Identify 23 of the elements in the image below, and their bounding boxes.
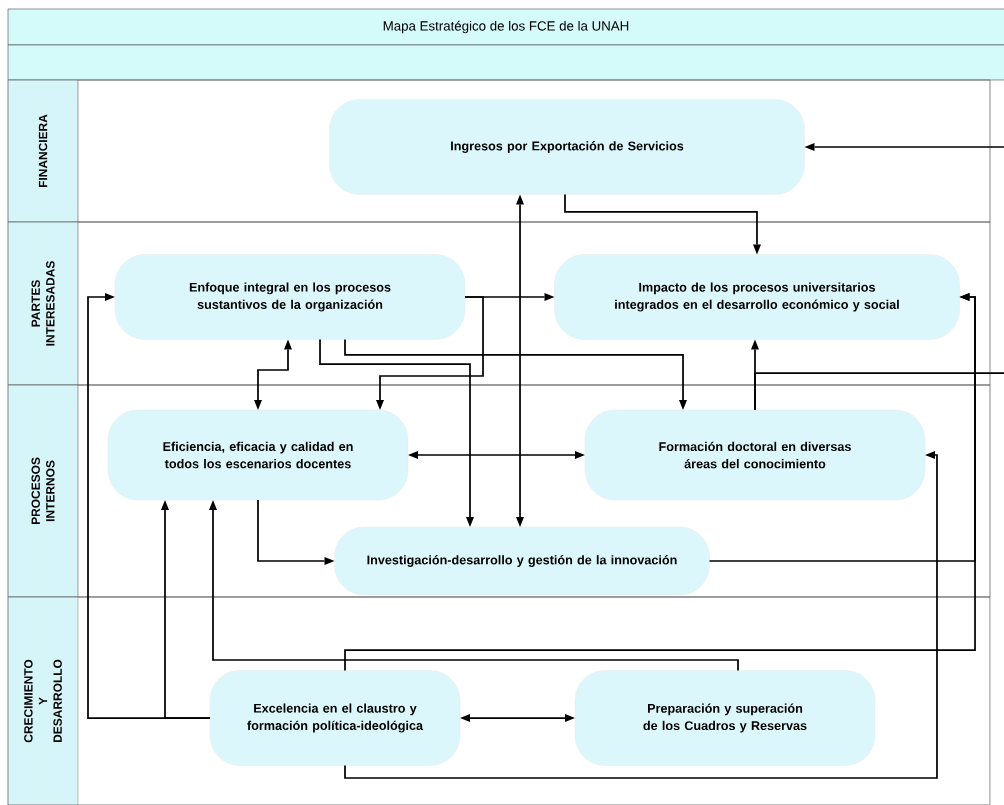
arrow [344,451,938,779]
process-box: Formación doctoral en diversas áreas del conocimiento [584,409,926,501]
arrow [209,500,739,672]
arrow [376,296,484,410]
arrow [254,339,292,410]
arrow [516,194,524,527]
process-box: Impacto de los procesos universitarios integrados en el desarrollo económico y social [554,254,960,340]
arrow [319,338,474,527]
arrow [408,451,585,459]
title-band: Mapa Estratégico de los FCE de la UNAH [7,8,1004,46]
process-box: Ingresos por Exportación de Servicios [329,99,805,195]
arrow [257,499,335,565]
process-box: Enfoque integral en los procesos sustantivos de la organización [114,254,466,340]
process-box: Preparación y superación de los Cuadros y Reservas [574,670,876,766]
process-box: Investigación-desarrollo y gestión de la innovación [334,526,710,596]
process-box: Eficiencia, eficacia y calidad en todos los escenarios docentes [107,409,409,501]
arrow [344,338,687,410]
arrow [344,293,976,672]
process-box: Excelencia en el claustro y formación política-ideológica [209,670,461,766]
arrow [804,143,1004,151]
arrow [460,714,575,722]
arrow [161,500,211,719]
arrow [564,193,761,255]
